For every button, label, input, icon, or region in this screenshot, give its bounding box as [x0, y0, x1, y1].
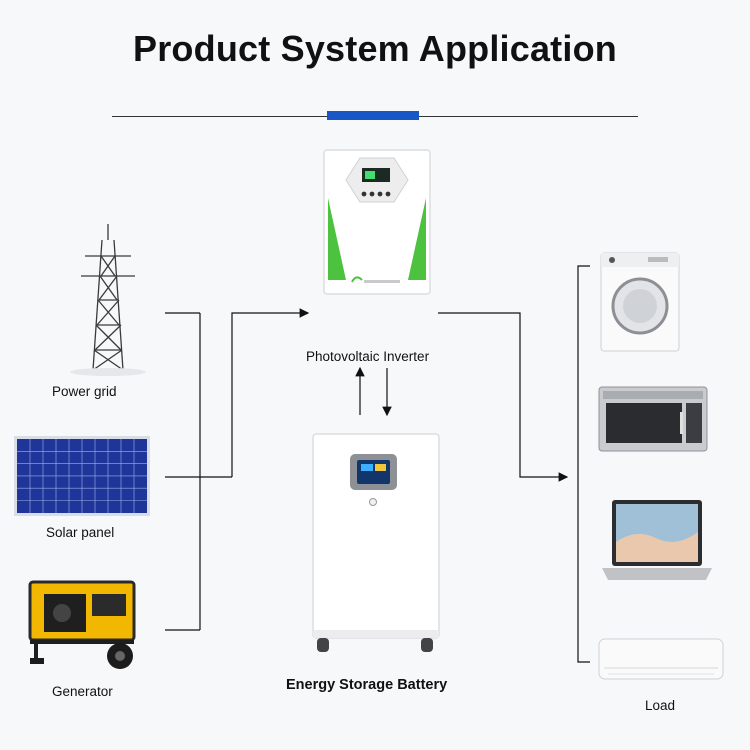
power-tower-icon	[70, 224, 146, 376]
air-conditioner-icon	[598, 638, 724, 680]
inverter-label: Photovoltaic Inverter	[306, 349, 430, 364]
generator-icon	[28, 580, 136, 669]
input-label-generator: Generator	[52, 684, 113, 699]
page-title: Product System Application	[133, 28, 617, 69]
washing-machine-icon	[600, 252, 680, 352]
load-bracket	[577, 265, 590, 663]
photovoltaic-inverter-icon	[323, 149, 431, 295]
input-label-power-grid: Power grid	[52, 384, 117, 399]
energy-storage-battery-icon	[312, 433, 440, 652]
battery-label: Energy Storage Battery	[286, 677, 448, 693]
microwave-icon	[598, 386, 708, 452]
solar-panel-icon	[14, 436, 150, 516]
laptop-icon	[602, 500, 712, 580]
input-label-solar-panel: Solar panel	[46, 525, 115, 540]
connector-to-load	[438, 312, 569, 482]
output-label-load: Load	[645, 698, 676, 713]
title-accent-bar	[327, 111, 419, 120]
connector-to-inverter	[231, 308, 310, 477]
